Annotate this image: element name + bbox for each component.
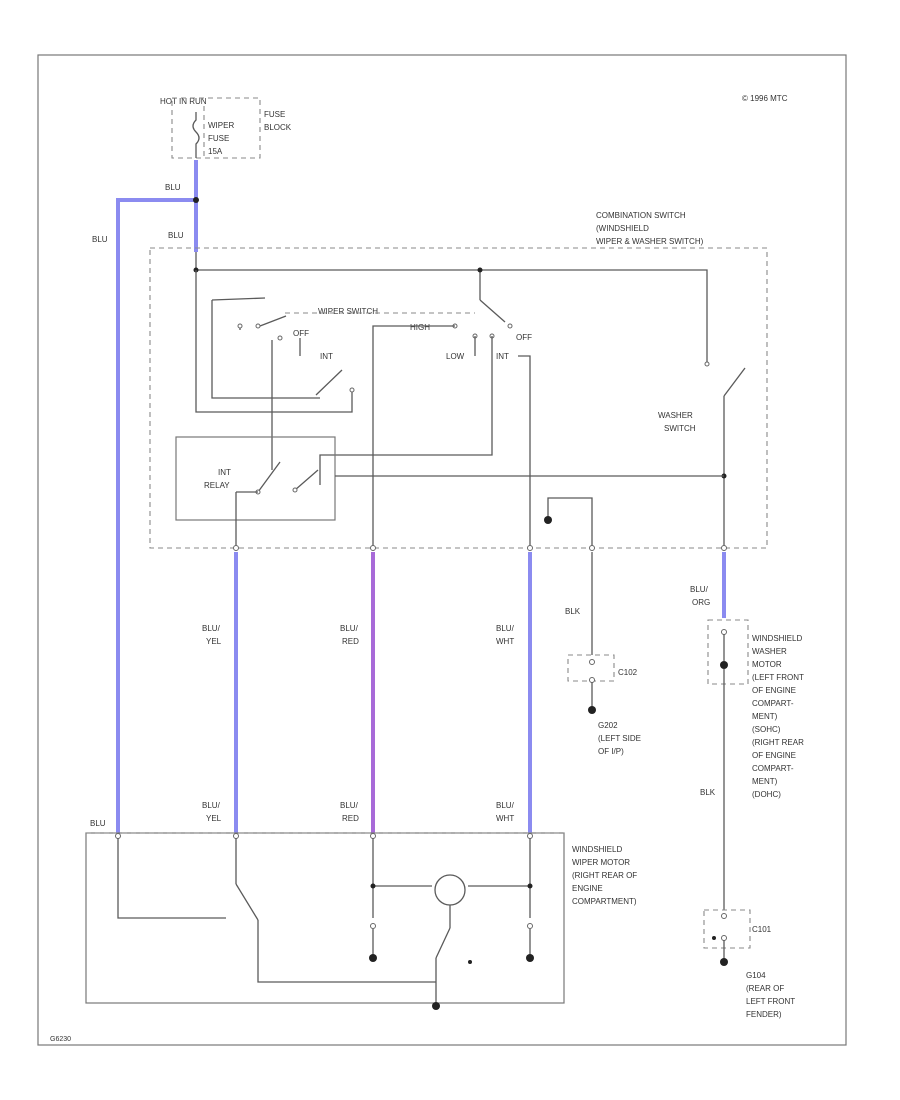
fuse-block-label-1: FUSE: [264, 110, 285, 119]
combination-switch-label-3: WIPER & WASHER SWITCH): [596, 237, 704, 246]
wire-label-blu-red-3: BLU/: [340, 801, 359, 810]
washer-switch-label-1: WASHER: [658, 411, 693, 420]
washer-motor-symbol: [720, 661, 728, 669]
wire-label-blu-org-2: ORG: [692, 598, 710, 607]
fuse-block-outline: [171, 97, 261, 159]
wire-label-blu-yel-2: YEL: [206, 637, 222, 646]
splice-dot: [193, 197, 199, 203]
washer-switch-label-2: SWITCH: [664, 424, 696, 433]
washer-motor: BLU/ ORG BLK WINDSHIELD WASHER MOTOR (LE…: [690, 585, 804, 910]
wiper-motor-label-5: COMPARTMENT): [572, 897, 637, 906]
washer-motor-label-10: OF ENGINE: [752, 751, 796, 760]
ground-g104-label-1: G104: [746, 971, 766, 980]
wire-label-blu-4: BLU: [90, 819, 106, 828]
wire-label-blu-org-1: BLU/: [690, 585, 709, 594]
wire-label-blu-3: BLU: [168, 231, 184, 240]
washer-motor-outline: [707, 619, 749, 685]
figure-code: G6230: [50, 1036, 71, 1043]
ground-g104-label-4: FENDER): [746, 1010, 782, 1019]
fuse-block-header: HOT IN RUN: [160, 97, 207, 106]
washer-motor-label-7: MENT): [752, 712, 778, 721]
washer-motor-label-12: MENT): [752, 777, 778, 786]
wire-label-blu-wht-4: WHT: [496, 814, 514, 823]
wiper-switch-label: WIPER SWITCH: [318, 307, 378, 316]
wire-blu-to-wiper-motor: [116, 198, 196, 833]
wire-label-blu-1: BLU: [165, 183, 181, 192]
washer-motor-label-13: (DOHC): [752, 790, 781, 799]
wiper-motor: BLU BLU/ YEL BLU/ RED BLU/ WHT WINDSHIEL…: [85, 801, 637, 1010]
wire-label-blu-red-1: BLU/: [340, 624, 359, 633]
int-relay-label-2: RELAY: [204, 481, 230, 490]
washer-motor-label-5: OF ENGINE: [752, 686, 796, 695]
fuse-block: HOT IN RUN WIPER FUSE 15A FUSE BLOCK: [160, 97, 292, 159]
connector-c102-outline: [567, 654, 615, 682]
wire-label-blu-yel-4: YEL: [206, 814, 222, 823]
combination-switch: COMBINATION SWITCH (WINDSHIELD WIPER & W…: [149, 211, 768, 551]
wiper-motor-label-2: WIPER MOTOR: [572, 858, 630, 867]
wire-label-blu-wht-3: BLU/: [496, 801, 515, 810]
wire-label-blu-yel-3: BLU/: [202, 801, 221, 810]
int-relay-box: [175, 436, 336, 521]
fuse-block-label-2: BLOCK: [264, 123, 292, 132]
wiper-fuse-label-2: FUSE: [208, 134, 229, 143]
ground-g104-label-3: LEFT FRONT: [746, 997, 795, 1006]
copyright-text: © 1996 MTC: [742, 94, 788, 103]
washer-motor-label-6: COMPART-: [752, 699, 794, 708]
wiper-fuse-label-1: WIPER: [208, 121, 234, 130]
washer-motor-label-2: WASHER: [752, 647, 787, 656]
wiper-fuse-label-3: 15A: [208, 147, 223, 156]
diagram-frame: [37, 54, 847, 1046]
combination-switch-label-2: (WINDSHIELD: [596, 224, 649, 233]
wire-label-blu-red-2: RED: [342, 637, 359, 646]
wire-label-blu-wht-1: BLU/: [496, 624, 515, 633]
switch-position-low: LOW: [446, 352, 465, 361]
ground-g104: C101 G104 (REAR OF LEFT FRONT FENDER): [703, 909, 795, 1019]
connector-c101-outline: [703, 909, 751, 949]
washer-motor-label-3: MOTOR: [752, 660, 782, 669]
ground-g202-label-2: (LEFT SIDE: [598, 734, 641, 743]
washer-motor-label-8: (SOHC): [752, 725, 781, 734]
connector-c101-label: C101: [752, 925, 772, 934]
int-relay-label-1: INT: [218, 468, 231, 477]
wire-label-blu-yel-1: BLU/: [202, 624, 221, 633]
wire-label-blu-red-4: RED: [342, 814, 359, 823]
washer-motor-label-11: COMPART-: [752, 764, 794, 773]
ground-g202-label-1: G202: [598, 721, 618, 730]
wire-label-blu-2: BLU: [92, 235, 108, 244]
washer-motor-label-1: WINDSHIELD: [752, 634, 802, 643]
ground-g202-label-3: OF I/P): [598, 747, 624, 756]
wire-label-blk-2: BLK: [700, 788, 716, 797]
ground-g104-label-2: (REAR OF: [746, 984, 784, 993]
wire-label-blu-wht-2: WHT: [496, 637, 514, 646]
switch-position-off-left: OFF: [293, 329, 309, 338]
switch-position-high: HIGH: [410, 323, 430, 332]
switch-position-int-right: INT: [496, 352, 509, 361]
wiper-motor-label-1: WINDSHIELD: [572, 845, 622, 854]
wire-label-blk-1: BLK: [565, 607, 581, 616]
combination-switch-outline: [149, 247, 768, 549]
ground-g202: BLK C102 G202 (LEFT SIDE OF I/P): [565, 552, 641, 756]
connector-c102-label: C102: [618, 668, 638, 677]
wiper-motor-label-4: ENGINE: [572, 884, 603, 893]
switch-position-int: INT: [320, 352, 333, 361]
washer-motor-label-9: (RIGHT REAR: [752, 738, 804, 747]
washer-motor-label-4: (LEFT FRONT: [752, 673, 804, 682]
wiper-motor-label-3: (RIGHT REAR OF: [572, 871, 637, 880]
switch-position-off-right: OFF: [516, 333, 532, 342]
combination-switch-label-1: COMBINATION SWITCH: [596, 211, 686, 220]
